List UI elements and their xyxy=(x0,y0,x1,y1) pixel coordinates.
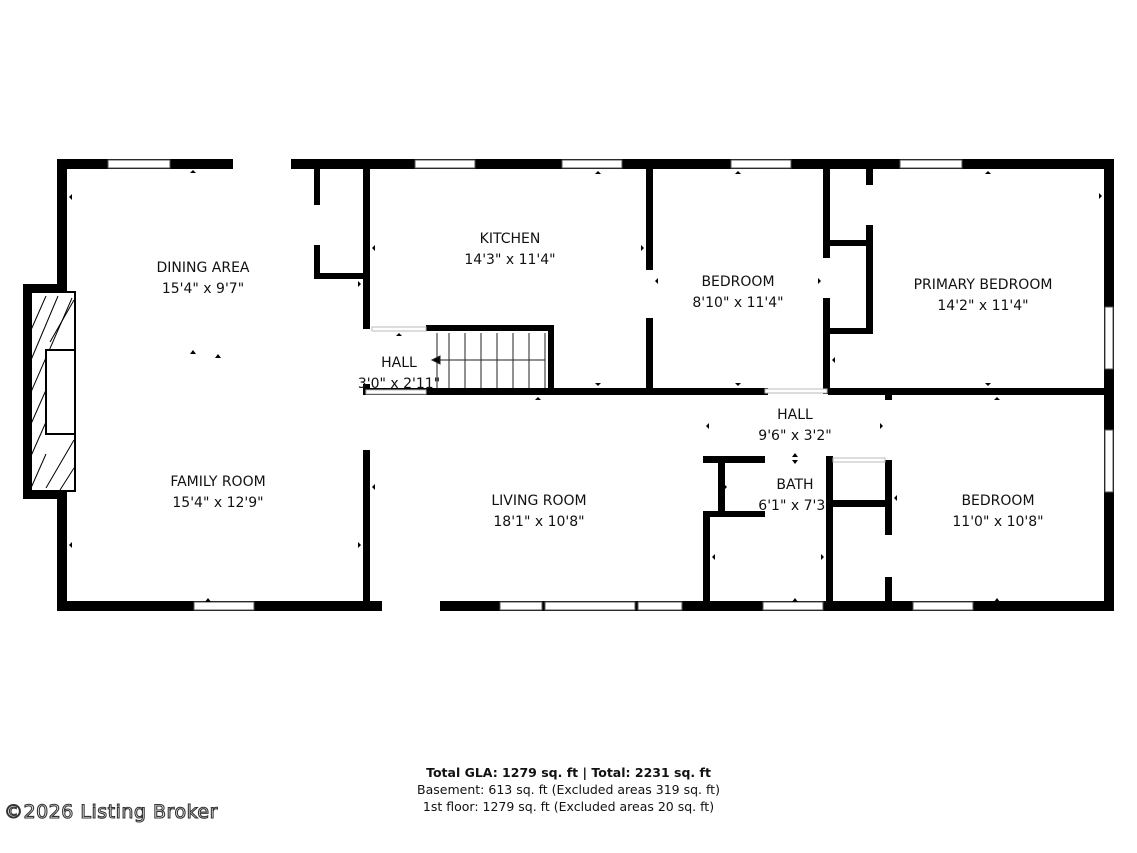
basement-line: Basement: 613 sq. ft (Excluded areas 319… xyxy=(417,782,720,797)
room-name-hall: HALL xyxy=(777,407,813,423)
room-labels: DINING AREA 15'4" x 9'7" FAMILY ROOM 15'… xyxy=(156,231,1052,530)
room-name-bedroom-2: BEDROOM xyxy=(961,493,1034,509)
room-size-living-room: 18'1" x 10'8" xyxy=(493,514,584,530)
dimension-ticks xyxy=(69,170,1102,602)
room-name-family-room: FAMILY ROOM xyxy=(170,474,265,490)
windows xyxy=(107,159,1114,611)
room-size-family-room: 15'4" x 12'9" xyxy=(172,495,263,511)
openings xyxy=(233,159,892,611)
room-name-kitchen: KITCHEN xyxy=(480,231,541,247)
room-name-bath: BATH xyxy=(776,477,813,493)
copyright-watermark: ©2026 Listing Broker xyxy=(3,800,218,823)
room-size-dining-area: 15'4" x 9'7" xyxy=(162,281,244,297)
room-size-primary-bedroom: 14'2" x 11'4" xyxy=(937,298,1028,314)
room-name-primary-bedroom: PRIMARY BEDROOM xyxy=(914,277,1053,293)
room-name-hall-small: HALL xyxy=(381,355,417,371)
room-name-bedroom-1: BEDROOM xyxy=(701,274,774,290)
room-size-hall: 9'6" x 3'2" xyxy=(758,428,831,444)
exterior-walls xyxy=(57,159,1114,611)
room-name-dining-area: DINING AREA xyxy=(156,260,249,276)
fireplace xyxy=(23,284,76,499)
hall-small-outline xyxy=(365,326,886,463)
room-size-hall-small: 3'0" x 2'11" xyxy=(358,376,440,392)
first-floor-line: 1st floor: 1279 sq. ft (Excluded areas 2… xyxy=(422,799,715,814)
stairs xyxy=(430,333,546,388)
area-totals: Total GLA: 1279 sq. ft | Total: 2231 sq.… xyxy=(0,764,1137,815)
room-size-kitchen: 14'3" x 11'4" xyxy=(464,252,555,268)
total-gla-line: Total GLA: 1279 sq. ft | Total: 2231 sq.… xyxy=(426,765,711,780)
room-name-living-room: LIVING ROOM xyxy=(491,493,586,509)
room-size-bedroom-2: 11'0" x 10'8" xyxy=(952,514,1043,530)
room-size-bath: 6'1" x 7'3" xyxy=(758,498,831,514)
room-size-bedroom-1: 8'10" x 11'4" xyxy=(692,295,783,311)
